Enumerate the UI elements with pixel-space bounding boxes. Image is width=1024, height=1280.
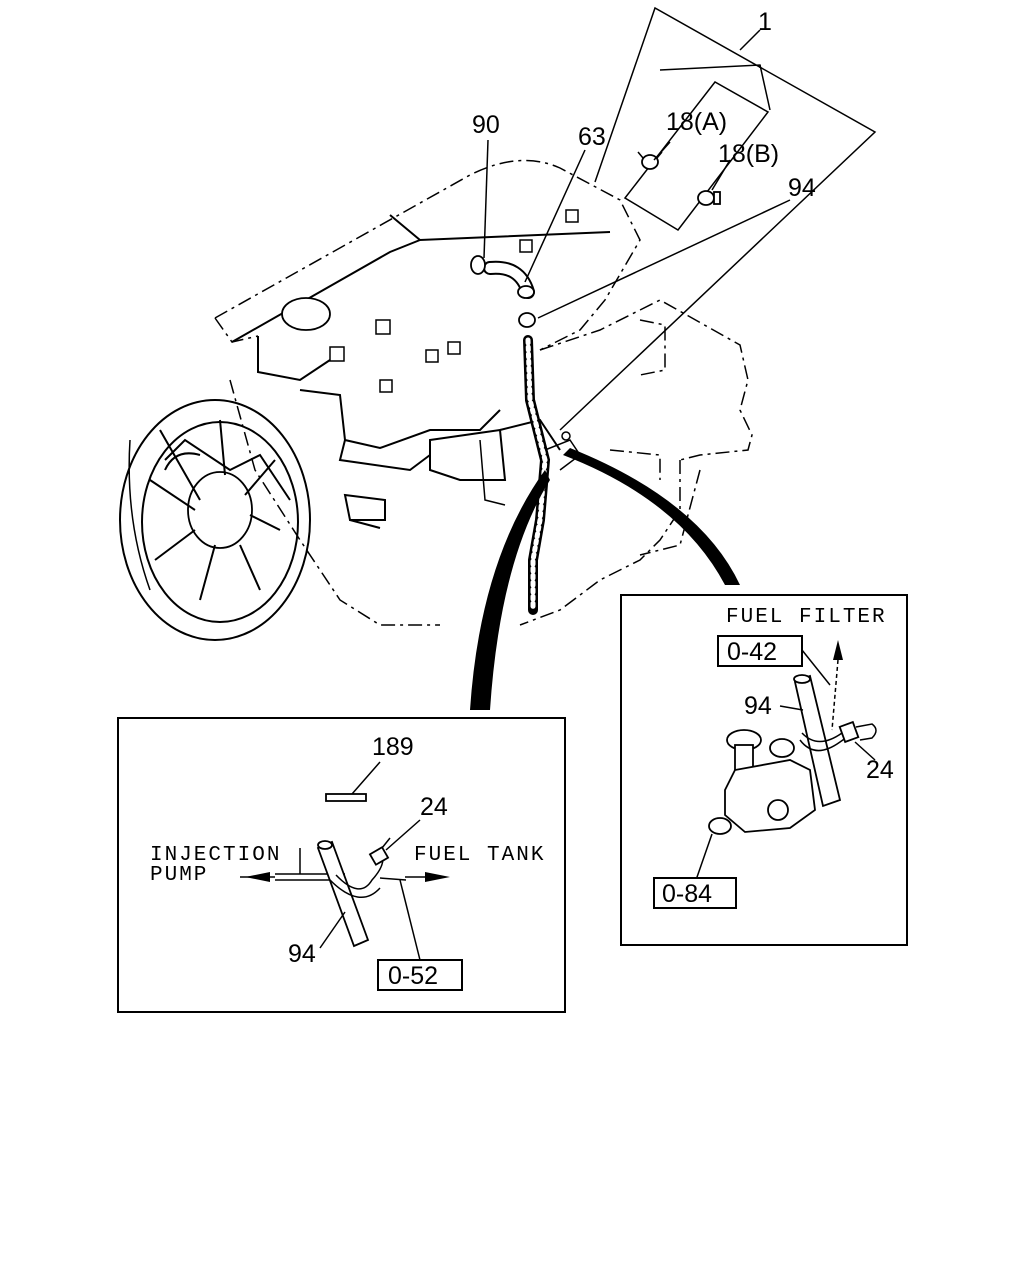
- callout-90: 90: [472, 111, 500, 139]
- left-inset: 189 24 94 0-52 INJECTION PUMP FUEL TANK: [117, 717, 566, 1013]
- label-fuel-tank: FUEL TANK: [414, 844, 545, 867]
- ref-0-42: 0-42: [727, 638, 777, 666]
- callout-18b: 18(B): [718, 140, 779, 168]
- callout-63: 63: [578, 123, 606, 151]
- label-injection: INJECTION: [150, 844, 281, 867]
- label-pump: PUMP: [150, 864, 208, 887]
- clamp-24-right-icon: [838, 720, 860, 744]
- left-inset-frame: [117, 717, 566, 1013]
- clip-hose-top: [518, 312, 536, 328]
- callout-24-left: 24: [420, 793, 448, 821]
- leader-right-inset: [563, 448, 740, 585]
- clip-18b-tab: [713, 191, 721, 205]
- clip-18a-icon: [641, 154, 659, 170]
- fan-shroud-outer: [119, 399, 311, 641]
- arrow-to-fuel-tank: [425, 872, 450, 882]
- ref-0-84: 0-84: [662, 880, 712, 908]
- clamp-24-left-icon: [368, 846, 390, 866]
- arrow-to-fuel-filter: [833, 640, 843, 660]
- filter-head-body: [724, 759, 816, 833]
- ref-box-0-84: [653, 877, 737, 909]
- ref-0-52: 0-52: [388, 962, 438, 990]
- callout-189: 189: [372, 733, 414, 761]
- ref-box-0-42: [717, 635, 803, 667]
- clip-18b-icon: [697, 190, 715, 206]
- pin-189-icon: [325, 793, 367, 802]
- callout-94-top: 94: [788, 174, 816, 202]
- engine-illustration: [119, 159, 753, 641]
- callout-1: 1: [758, 8, 772, 36]
- callout-18a: 18(A): [666, 108, 727, 136]
- leader-left-inset: [470, 470, 550, 710]
- leak-off-hose: [470, 255, 535, 299]
- label-fuel-filter: FUEL FILTER: [726, 606, 887, 629]
- drain-plug: [708, 817, 732, 835]
- fan-hub: [187, 471, 253, 549]
- clamp-90-icon: [470, 255, 486, 275]
- callout-94-right: 94: [744, 692, 772, 720]
- right-inset: FUEL FILTER 0-42 24 94 0-84: [620, 594, 908, 946]
- callout-24-right: 24: [866, 756, 894, 784]
- oil-filler-cap: [281, 297, 331, 331]
- callout-group: 1 90 63 18(A) 18(B) 94: [472, 6, 877, 431]
- fuel-hose-main: [479, 312, 582, 615]
- ref-box-0-52: [377, 959, 463, 991]
- callout-94-left: 94: [288, 940, 316, 968]
